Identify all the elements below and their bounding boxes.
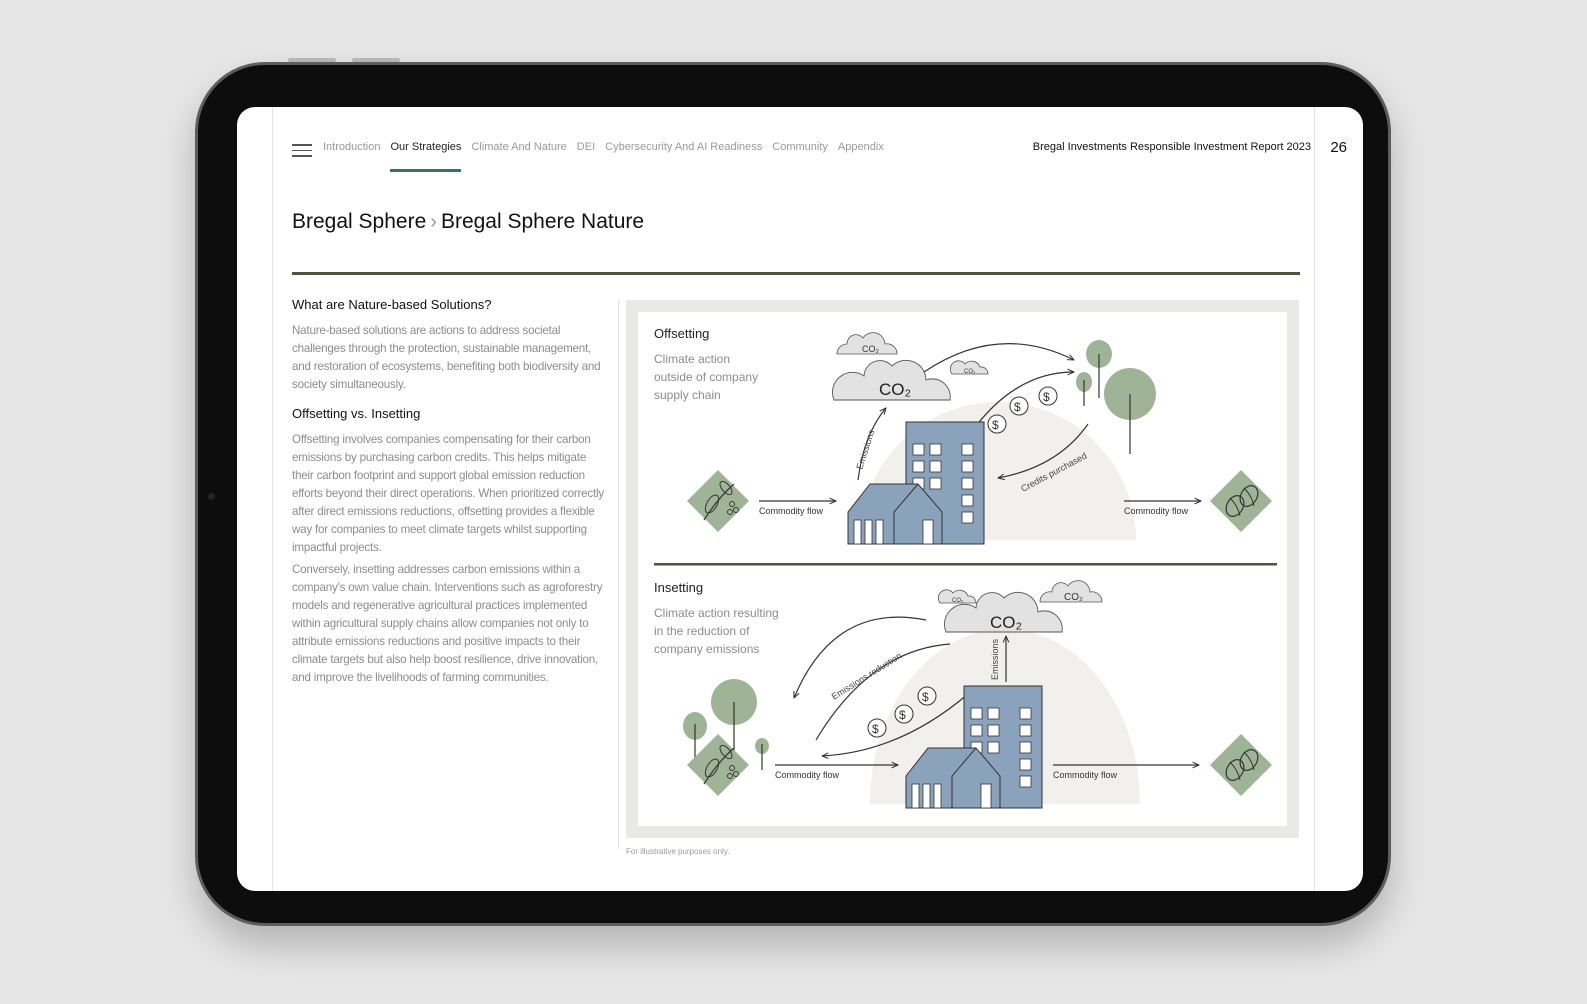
dollar-coin-icon: $ — [917, 686, 937, 706]
large-cloud-icon: CO₂ — [944, 591, 1063, 633]
offsetting-flow-label-right: Commodity flow — [1124, 506, 1189, 516]
page-number: 26 — [1330, 139, 1347, 156]
svg-text:$: $ — [872, 722, 879, 736]
co2-label-tiny: CO₂ — [964, 369, 976, 375]
tab-community[interactable]: Community — [772, 141, 828, 153]
dollar-coin-icon: $ — [1009, 396, 1029, 416]
offsetting-desc-3: supply chain — [654, 388, 721, 402]
office-building-icon — [963, 685, 1043, 809]
svg-text:CO₂: CO₂ — [1064, 592, 1083, 603]
offsetting-title: Offsetting — [654, 326, 709, 341]
tab-our-strategies[interactable]: Our Strategies — [390, 141, 461, 173]
svg-text:CO₂: CO₂ — [990, 613, 1022, 632]
chevron-right-icon: › — [430, 210, 437, 233]
agroforestry-trees-icon — [683, 679, 769, 770]
right-guide-line — [1314, 107, 1315, 891]
coffee-bean-diamond-icon — [1210, 734, 1272, 796]
factory-house-icon — [847, 483, 943, 545]
tab-dei[interactable]: DEI — [576, 141, 596, 153]
dollar-coin-icon: $ — [1038, 386, 1058, 406]
column-divider — [618, 301, 619, 849]
breadcrumb-current: Bregal Sphere Nature — [440, 210, 645, 233]
heading-offsetting-insetting: Offsetting vs. Insetting — [292, 406, 421, 421]
co2-label-small: CO₂ — [862, 344, 880, 354]
insetting-desc-2: in the reduction of — [654, 624, 750, 638]
screen: Introduction Our Strategies Climate And … — [237, 107, 1363, 891]
insetting-emissions-label: Emissions — [990, 638, 1000, 680]
svg-text:$: $ — [992, 418, 999, 432]
plant-diamond-icon — [687, 470, 749, 532]
breadcrumb-parent[interactable]: Bregal Sphere — [292, 210, 427, 233]
tab-introduction[interactable]: Introduction — [323, 141, 381, 153]
paragraph-offsetting: Offsetting involves companies compensati… — [292, 433, 605, 554]
tiny-cloud-icon: CO₂ — [949, 360, 989, 375]
svg-text:$: $ — [899, 708, 906, 722]
insetting-flow-label-right: Commodity flow — [1053, 770, 1118, 780]
svg-text:CO₂: CO₂ — [952, 598, 964, 604]
diagram-divider — [654, 563, 1277, 566]
insetting-flow-label-left: Commodity flow — [775, 770, 840, 780]
insetting-title: Insetting — [654, 580, 703, 595]
left-guide-line — [272, 107, 273, 891]
offsetting-desc-2: outside of company — [654, 370, 758, 384]
diagram-frame: Offsetting Climate action outside of com… — [626, 300, 1299, 838]
offsetting-flow-label-left: Commodity flow — [759, 506, 824, 516]
svg-text:$: $ — [922, 690, 929, 704]
small-cloud-icon: CO₂ — [1039, 580, 1103, 603]
coffee-bean-diamond-icon — [1210, 470, 1272, 532]
hamburger-menu-icon[interactable] — [292, 144, 312, 157]
emissions-reduction-label: Emissions reduction — [830, 651, 904, 702]
svg-text:$: $ — [1014, 400, 1021, 414]
footnote: For illustrative purposes only. — [626, 847, 730, 856]
breadcrumb: Bregal Sphere › Bregal Sphere Nature — [292, 210, 644, 234]
dollar-coin-icon: $ — [867, 718, 887, 738]
tab-cybersecurity[interactable]: Cybersecurity And AI Readiness — [605, 141, 763, 153]
diagram-panel: Offsetting Climate action outside of com… — [638, 312, 1287, 826]
insetting-desc-3: company emissions — [654, 642, 759, 656]
small-cloud-icon: CO₂ — [836, 332, 898, 355]
dollar-coin-icon: $ — [894, 704, 914, 724]
report-title: Bregal Investments Responsible Investmen… — [1032, 141, 1311, 153]
volume-up-button — [288, 58, 336, 63]
camera-dot — [208, 493, 215, 500]
paragraph-nature-based: Nature-based solutions are actions to ad… — [292, 324, 601, 391]
section-rule — [292, 272, 1300, 275]
offsetting-insetting-diagram: Offsetting Climate action outside of com… — [654, 326, 1277, 809]
plant-diamond-icon — [687, 734, 749, 796]
insetting-desc-1: Climate action resulting — [654, 606, 779, 620]
heading-nature-based: What are Nature-based Solutions? — [292, 297, 492, 312]
forest-trees-icon — [1076, 340, 1156, 454]
svg-text:$: $ — [1043, 390, 1050, 404]
offsetting-emissions-label: Emissions — [854, 428, 876, 471]
factory-house-icon — [905, 747, 1001, 809]
text-column: What are Nature-based Solutions? Nature-… — [292, 297, 610, 691]
volume-down-button — [352, 58, 400, 63]
co2-label-large: CO₂ — [879, 380, 911, 399]
offsetting-desc-1: Climate action — [654, 352, 730, 366]
top-nav: Introduction Our Strategies Climate And … — [323, 141, 884, 173]
large-cloud-icon: CO₂ — [832, 359, 951, 401]
paragraph-insetting: Conversely, insetting addresses carbon e… — [292, 563, 603, 684]
tab-climate-and-nature[interactable]: Climate And Nature — [471, 141, 567, 153]
tab-appendix[interactable]: Appendix — [837, 141, 884, 153]
tiny-cloud-icon: CO₂ — [937, 589, 977, 604]
dollar-coin-icon: $ — [987, 414, 1007, 434]
